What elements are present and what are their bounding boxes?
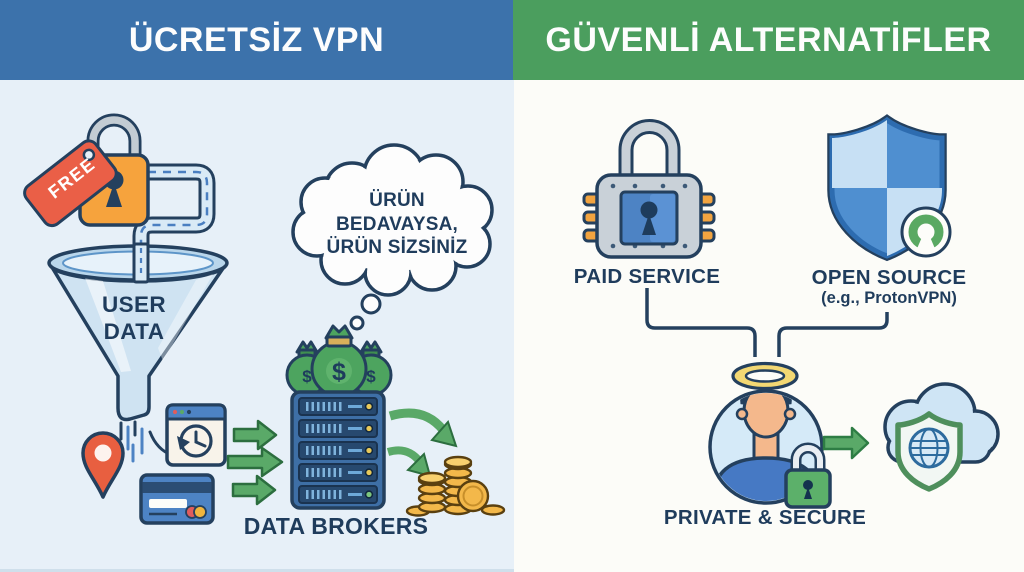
left-header-title: ÜCRETSİZ VPN [128,20,385,59]
funnel-label-line1: USER [101,292,167,317]
coins-icon [405,455,506,517]
funnel-label-line2: DATA [103,319,165,344]
left-header: ÜCRETSİZ VPN [0,0,513,80]
thought-bubble-line1: ÜRÜN [369,190,425,211]
halo-icon [731,361,799,391]
credit-card-icon [139,473,215,525]
globe-shield-icon [895,411,963,492]
open-source-label: OPEN SOURCE [811,266,967,289]
funnel-icon [47,242,229,422]
free-tag [23,139,118,228]
money-symbol: $ [302,367,312,386]
open-source-sublabel: (e.g., ProtonVPN) [821,289,957,307]
data-brokers-label: DATA BROKERS [243,513,429,539]
data-flow-arrows-icon [226,419,284,506]
user-avatar-icon [708,389,832,509]
data-pipe [132,163,216,280]
data-drip-lines [119,420,174,463]
money-symbol: $ [366,367,376,386]
paid-service-lock-icon [582,119,716,259]
right-header-title: GÜVENLİ ALTERNATİFLER [545,20,992,59]
arrow-right-icon [822,426,870,460]
secure-alternatives-panel [514,80,1024,572]
free-vpn-panel: $ $ $ [0,80,514,572]
secure-cloud-icon [883,382,1000,492]
funnel-label: USER DATA [76,291,192,345]
paid-service-label: PAID SERVICE [573,265,721,288]
money-bags-icon: $ $ $ [285,324,393,398]
thought-bubble-line3: ÜRÜN SİZSİNİZ [326,237,468,258]
connector-lines [645,288,889,357]
browser-history-icon [165,403,227,467]
free-vpn-illustration: $ $ $ [23,113,506,525]
money-flow-arrows-icon [386,408,458,478]
location-pin-icon [81,431,125,499]
thought-bubble-line2: BEDAVAYSA, [335,213,458,235]
secure-alternatives-illustration [582,114,1000,509]
thought-bubble-text: ÜRÜN BEDAVAYSA, ÜRÜN SİZSİNİZ [305,189,489,260]
open-source-badge-icon [908,214,944,251]
thought-cloud [291,143,494,331]
open-source-shield-icon [827,114,952,262]
secure-lock-icon [784,442,832,509]
private-secure-label: PRIVATE & SECURE [663,506,867,529]
money-symbol: $ [332,358,346,386]
right-header: GÜVENLİ ALTERNATİFLER [513,0,1024,80]
server-rack-icon [290,390,386,510]
